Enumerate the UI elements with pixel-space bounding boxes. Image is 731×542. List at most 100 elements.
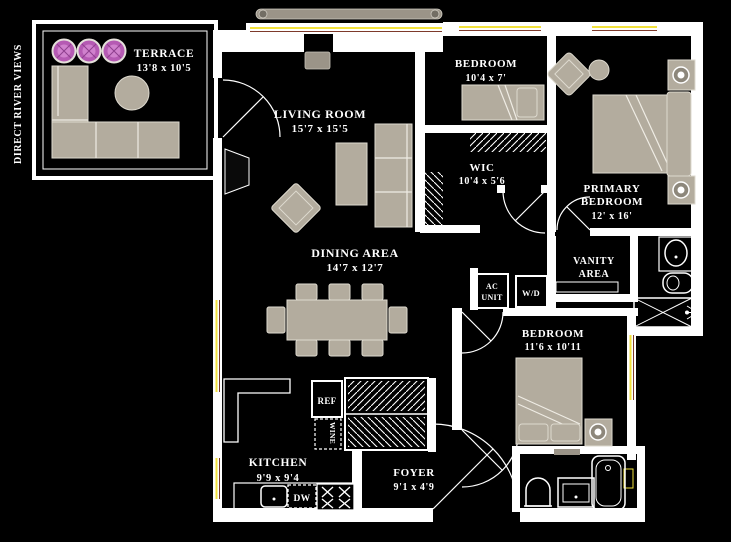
pillow (516, 87, 538, 118)
lamp-icon (677, 186, 685, 194)
terrace-dims: 13'8 x 10'5 (137, 63, 191, 74)
washer-dryer-box (515, 275, 548, 308)
wall (415, 36, 425, 232)
wall (547, 22, 703, 36)
dining-chair (328, 283, 351, 301)
banner-direct-river-views: DIRECT RIVER VIEWS (13, 44, 24, 164)
blanket-lines (625, 94, 669, 172)
dining-chair (328, 339, 351, 357)
rail-end-cap (430, 9, 440, 19)
dishwasher-box (287, 484, 317, 509)
ac-unit-label: AC (486, 282, 498, 291)
wall (503, 308, 638, 316)
bathtub-icon (591, 455, 626, 511)
sofa-cushion-lines (375, 124, 412, 227)
pillow (518, 423, 549, 442)
plant-icon (51, 38, 77, 64)
wall (222, 33, 304, 52)
wall (541, 185, 549, 193)
bedroom-top-label: BEDROOM (455, 58, 517, 70)
dining-table (286, 299, 388, 341)
door-leaf (222, 96, 264, 138)
foyer-label: FOYER (393, 467, 435, 479)
headboard (666, 91, 692, 177)
living-furniture (224, 51, 413, 357)
terrace-table (114, 75, 150, 111)
wall (520, 508, 645, 522)
door-leaf (461, 311, 492, 342)
wall (547, 36, 556, 232)
doors (222, 79, 591, 510)
refrigerator-label: REF (318, 396, 337, 406)
kitchen-counter (233, 482, 356, 512)
closet-hanging-rack (348, 381, 425, 411)
dining-chair (361, 339, 384, 357)
kitchen-sink (260, 485, 288, 508)
shower-spray (686, 305, 693, 320)
wic-label: WIC (469, 162, 494, 174)
door-leaf (514, 190, 546, 222)
bedroom-mid-dims: 11'6 x 10'11 (525, 342, 582, 353)
refrigerator-box (311, 380, 343, 418)
wall (420, 225, 480, 233)
sink-basin (562, 483, 590, 503)
sink-icon (664, 239, 688, 267)
wall (497, 185, 505, 193)
wine-cooler-label: WINE (328, 422, 337, 444)
kitchen-elements (223, 273, 619, 512)
sink-vanity (557, 477, 595, 508)
wall (547, 228, 555, 236)
balcony-rail (255, 8, 443, 20)
windows (215, 8, 657, 499)
door-leaf (566, 206, 591, 231)
wall (691, 22, 703, 336)
wall (547, 294, 638, 302)
ac-unit-box (476, 273, 509, 309)
pillow (550, 423, 581, 442)
door-arc (432, 423, 519, 510)
wic-hanging-rack (470, 129, 546, 152)
wall (470, 268, 478, 310)
wall (333, 33, 443, 52)
bedroom-furniture (425, 52, 696, 447)
wall (352, 450, 362, 512)
lamp-icon (677, 71, 685, 79)
primary-bedroom-label2: BEDROOM (581, 196, 643, 208)
service-door-marker (623, 468, 634, 489)
fireplace (304, 51, 331, 70)
blanket-lines (497, 84, 518, 121)
accent-chair (547, 52, 591, 96)
closet-hanging-rack (348, 417, 425, 447)
wall (428, 378, 436, 452)
wall (630, 327, 703, 336)
door-arc (222, 79, 281, 138)
terrace-sofa (51, 121, 180, 159)
door-arc (556, 196, 591, 231)
wall (452, 316, 462, 430)
dining-area-label: DINING AREA (311, 246, 399, 260)
wall (590, 228, 703, 236)
terrace-furniture (51, 38, 180, 159)
living-room-label: LIVING ROOM (274, 107, 366, 121)
wall (452, 308, 462, 316)
toilet-icon (662, 272, 694, 294)
shower-glass-lines (633, 297, 693, 328)
wall (637, 446, 645, 512)
dishwasher-label: DW (294, 494, 311, 504)
sink-drain (574, 495, 578, 499)
wall (443, 22, 547, 36)
rail-end-cap (258, 9, 268, 19)
bedroom-mid-label: BEDROOM (522, 328, 584, 340)
wall (547, 236, 556, 313)
primary-bedroom-label: PRIMARY (584, 183, 641, 195)
dining-chair (295, 339, 318, 357)
sink-drain (272, 497, 276, 501)
living-room-dims: 15'7 x 15'5 (292, 123, 349, 135)
wall (512, 446, 520, 512)
toilet-icon (525, 477, 551, 507)
tv-console (224, 148, 250, 195)
sink-drain (674, 255, 678, 259)
labels: DIRECT RIVER VIEWS TERRACE 13'8 x 10'5 L… (13, 44, 643, 504)
ac-unit-label2: UNIT (481, 293, 503, 302)
